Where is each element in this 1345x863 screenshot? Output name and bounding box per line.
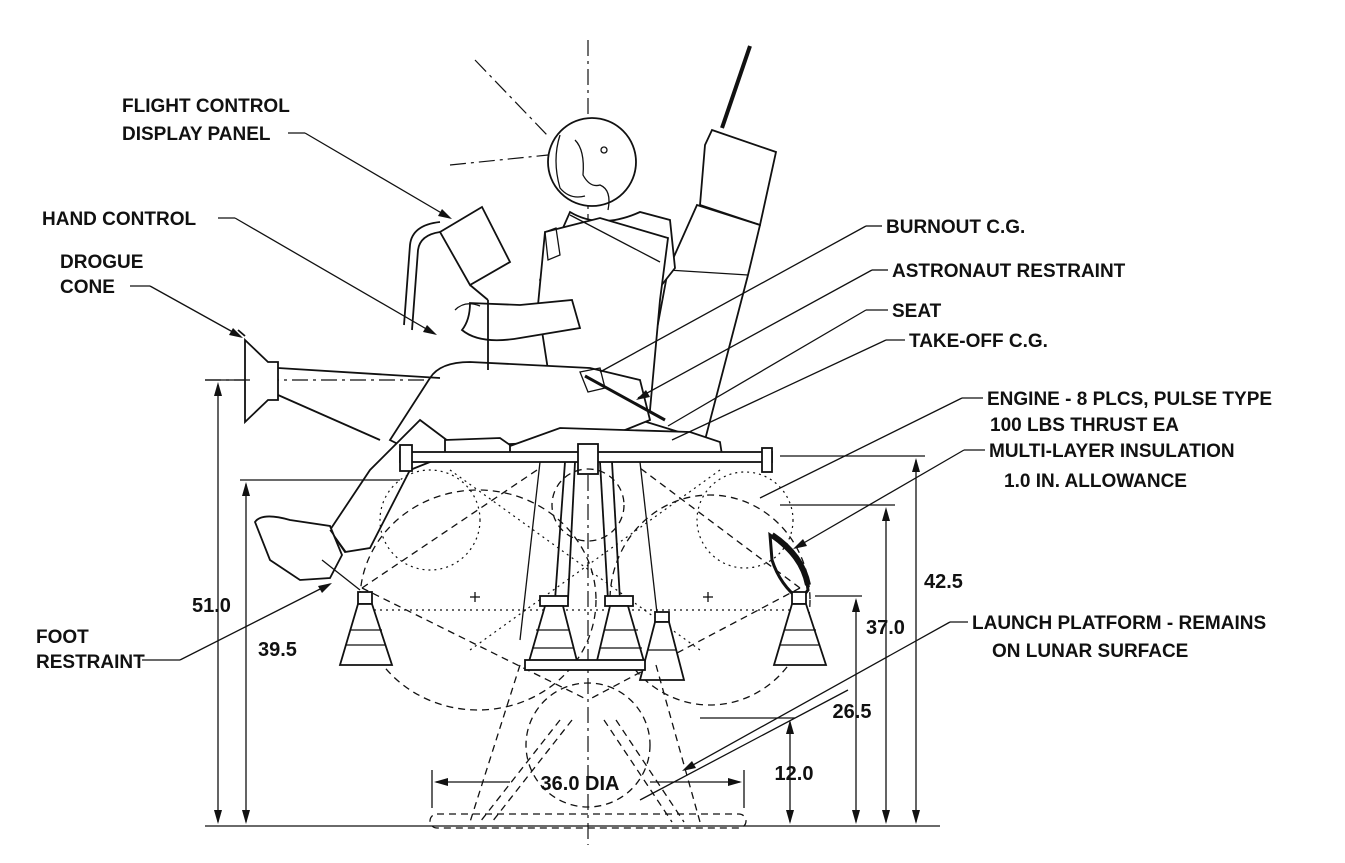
foot-restraint-label-line1: FOOT bbox=[36, 627, 89, 648]
insulation-label-line1: MULTI-LAYER INSULATION bbox=[989, 441, 1235, 462]
seat-frame bbox=[237, 205, 773, 475]
launch-platform bbox=[429, 664, 747, 829]
burnout-cg-label: BURNOUT C.G. bbox=[886, 217, 1025, 238]
foot-restraint-label-line2: RESTRAINT bbox=[36, 652, 145, 673]
engine-left-outer bbox=[338, 591, 394, 666]
engine-label-line1: ENGINE - 8 PLCS, PULSE TYPE bbox=[987, 389, 1272, 410]
dimension-12: 12.0 bbox=[775, 763, 814, 785]
engine-center-left bbox=[526, 595, 580, 666]
dimension-26-5: 26.5 bbox=[833, 701, 872, 723]
engine-right-outer bbox=[772, 591, 828, 666]
drogue-cone-label-line1: DROGUE bbox=[60, 252, 143, 273]
labels: FLIGHT CONTROL DISPLAY PANEL HAND CONTRO… bbox=[36, 96, 1272, 673]
dimension-39-5: 39.5 bbox=[258, 639, 297, 661]
engine-aft bbox=[638, 611, 686, 681]
flight-control-label-line2: DISPLAY PANEL bbox=[122, 124, 271, 145]
engine-label-line2: 100 LBS THRUST EA bbox=[990, 415, 1179, 436]
dimension-37: 37.0 bbox=[866, 617, 905, 639]
hand-control-label: HAND CONTROL bbox=[42, 209, 196, 230]
dimension-42-5: 42.5 bbox=[924, 571, 963, 593]
dimension-lines bbox=[205, 379, 940, 827]
dimension-51: 51.0 bbox=[192, 595, 231, 617]
dimension-36-dia: 36.0 DIA bbox=[541, 773, 620, 795]
engine-center-right bbox=[594, 595, 647, 666]
launch-platform-label-line2: ON LUNAR SURFACE bbox=[992, 641, 1188, 662]
center-struts bbox=[519, 461, 661, 641]
launch-platform-label-line1: LAUNCH PLATFORM - REMAINS bbox=[972, 613, 1266, 634]
engines bbox=[338, 591, 828, 681]
drogue-cone-label-line2: CONE bbox=[60, 277, 115, 298]
seat-label: SEAT bbox=[892, 301, 942, 322]
leader-lines bbox=[130, 132, 985, 801]
takeoff-cg-label: TAKE-OFF C.G. bbox=[909, 331, 1048, 352]
flight-control-label-line1: FLIGHT CONTROL bbox=[122, 96, 290, 117]
insulation-label-line2: 1.0 IN. ALLOWANCE bbox=[1004, 471, 1187, 492]
backpack bbox=[638, 45, 778, 442]
dimension-values: 51.0 39.5 42.5 37.0 26.5 12.0 36.0 DIA bbox=[192, 571, 963, 795]
astronaut-restraint-label: ASTRONAUT RESTRAINT bbox=[892, 261, 1126, 282]
propellant-tanks bbox=[359, 467, 811, 808]
